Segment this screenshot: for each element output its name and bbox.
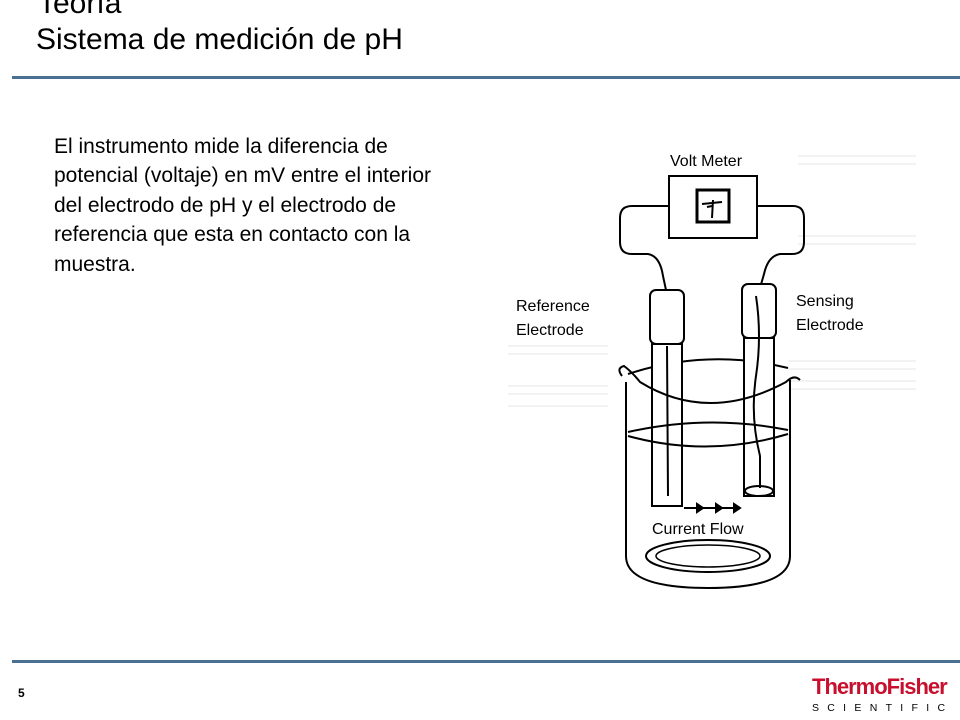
sensing-wire [757,205,805,289]
scan-texture [508,155,916,407]
title-divider [12,76,960,79]
reference-wire [619,205,669,291]
diagram-svg: Volt Meter Reference Electrode Sensing E… [508,153,916,590]
sensing-label-line2: Electrode [796,317,864,334]
beaker-walls [625,380,791,590]
logo-wordmark: ThermoFisher [812,674,948,699]
beaker-bottom-outer [645,539,771,573]
logo-subline: SCIENTIFIC [812,702,954,714]
page-number: 5 [18,686,25,700]
meter-needle-icon [701,199,723,219]
slide-title: Teoría Sistema de medición de pH [36,0,403,58]
title-line-2: Sistema de medición de pH [36,23,403,56]
footer-divider [12,660,960,663]
volt-meter-label: Volt Meter [670,153,743,170]
title-line-1: Teoría [38,0,122,20]
beaker-bottom-inner [655,544,761,568]
thermo-fisher-logo: ThermoFisher SCIENTIFIC [812,674,954,716]
reference-label-line1: Reference [516,298,590,315]
sensing-label-line1: Sensing [796,293,854,310]
beaker-rim-front [618,364,801,404]
body-paragraph: El instrumento mide la diferencia de pot… [54,135,432,276]
reference-label-line2: Electrode [516,322,584,339]
liquid-surface-back [627,421,789,433]
current-flow-arrows [684,502,742,514]
liquid-surface-front [627,433,789,448]
reference-electrode-wire [666,345,669,497]
reference-electrode-cap [649,289,685,345]
ph-measurement-diagram: Volt Meter Reference Electrode Sensing E… [498,136,918,612]
sensing-electrode-bulb [744,485,774,497]
current-flow-label: Current Flow [652,521,744,538]
sensing-electrode-wire [752,295,761,488]
